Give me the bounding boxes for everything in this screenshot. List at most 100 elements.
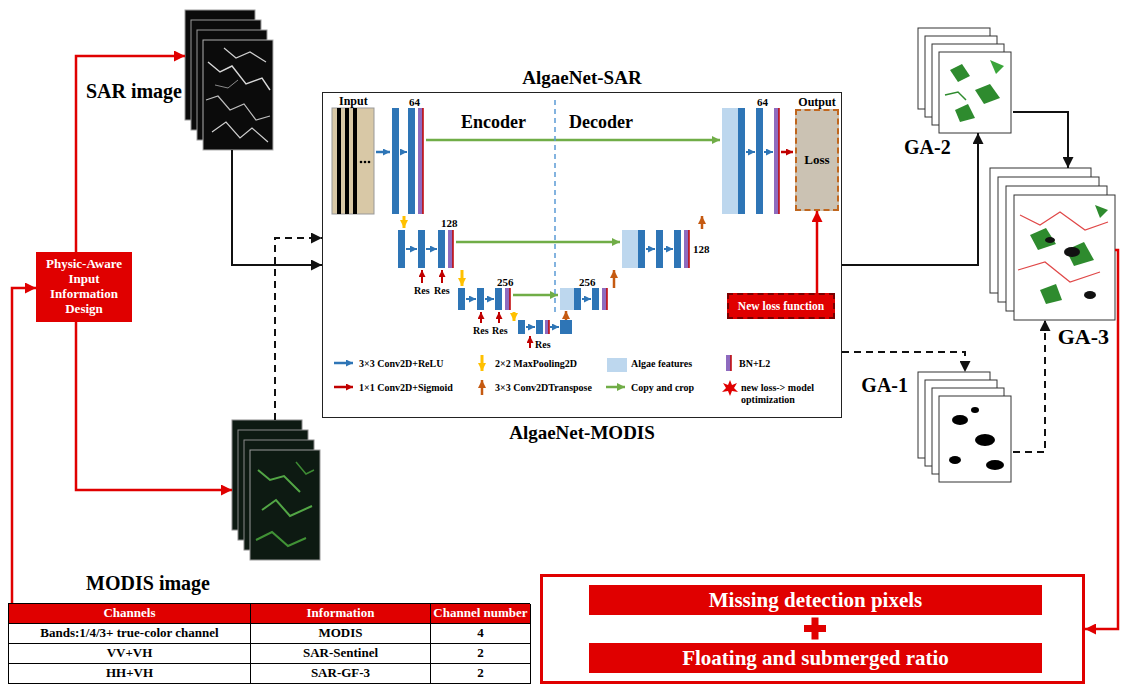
- unet-drawing: [485, 298, 494, 300]
- ga1-image-stack: [918, 372, 1011, 482]
- legend-swatch: [607, 358, 627, 372]
- ga1-image-stack: [939, 396, 1011, 482]
- unet-drawing: [392, 108, 399, 214]
- ga2-image-stack: [955, 104, 975, 122]
- plus-symbol: [812, 618, 819, 640]
- modis-image-stack: [256, 532, 306, 546]
- node-label: New loss function: [738, 300, 824, 312]
- unet-drawing: [353, 108, 357, 214]
- unet-drawing: [509, 288, 511, 310]
- unet-drawing: [332, 108, 374, 214]
- unet-drawing: [656, 230, 663, 268]
- sar-image-stack: [212, 122, 268, 142]
- unet-drawing: [548, 320, 550, 334]
- sar-image-stack: [185, 10, 273, 150]
- node-label: SAR image: [86, 80, 182, 103]
- ga3-image-stack: [1018, 262, 1100, 282]
- connector: [232, 150, 322, 265]
- unet-drawing: [638, 230, 645, 268]
- unet-drawing: [345, 108, 349, 214]
- connector: [12, 288, 36, 603]
- modis-image-stack: [296, 462, 314, 474]
- channel-count: 256: [579, 276, 596, 288]
- process-box: Physic-Aware Input Information Design: [36, 252, 132, 322]
- unet-drawing: [368, 161, 371, 164]
- unet-drawing: [426, 139, 720, 142]
- plus-symbol: [804, 618, 826, 640]
- table-cell: Channels: [9, 604, 251, 624]
- unet-drawing: [613, 270, 616, 288]
- legend-text: 3×3 Conv2DTranspose: [495, 382, 592, 394]
- unet-drawing: [513, 312, 516, 321]
- legend-text: 1×1 Conv2D+Sigmoid: [359, 382, 453, 394]
- image-stack: MODIS image: [232, 420, 322, 560]
- ga3-image-stack: [1045, 237, 1055, 243]
- node-label: GA-2: [904, 136, 951, 159]
- unet-drawing: [364, 161, 367, 164]
- table-cell: VV+VH: [9, 644, 251, 664]
- ga2-image-stack: [939, 52, 1011, 133]
- unet-drawing: [730, 355, 732, 371]
- unet-drawing: [592, 288, 599, 310]
- ga2-image-stack: [990, 60, 1004, 74]
- unet-drawing: [418, 108, 423, 214]
- unet-drawing: [360, 161, 363, 164]
- node-label: Physic-Aware Input Information Design: [39, 257, 129, 317]
- block-tag: Res: [535, 339, 551, 350]
- unet-drawing: [701, 216, 704, 229]
- loss-function-box: New loss function: [727, 293, 835, 319]
- unet-drawing: [480, 312, 482, 323]
- unet-drawing: [764, 151, 773, 153]
- unet-drawing: [513, 294, 558, 297]
- table-cell: MODIS: [251, 624, 431, 644]
- legend-text: 3×3 Conv2D+ReLU: [359, 358, 443, 370]
- unet-drawing: [498, 312, 500, 323]
- node-text: Floating and submerged ratio: [589, 643, 1042, 673]
- block-tag: Res: [492, 325, 508, 336]
- node-label: AlgaeNet-SAR: [323, 67, 841, 89]
- section-label: Decoder: [569, 113, 633, 133]
- sar-image-stack: [208, 62, 270, 90]
- node-label: MODIS image: [86, 572, 210, 595]
- table-cell: Bands:1/4/3+ true-color channel: [9, 624, 251, 644]
- ga3-image-stack: [1030, 228, 1056, 250]
- ga3-image-stack: [1064, 247, 1080, 257]
- ga3-image-stack: [1020, 212, 1108, 230]
- table-cell: 2: [431, 664, 531, 684]
- unet-drawing: [505, 288, 510, 310]
- unet-drawing: [403, 216, 406, 228]
- unet-drawing: [550, 326, 559, 328]
- loss-box: OutputLoss: [795, 109, 839, 211]
- unet-drawing: [452, 230, 454, 268]
- unet-drawing: [664, 248, 673, 250]
- table-cell: Channel number: [431, 604, 531, 624]
- connector: [76, 322, 232, 490]
- table-cell: 4: [431, 624, 531, 644]
- connector: [275, 238, 322, 420]
- channel-count: 256: [497, 276, 514, 288]
- ga1-image-stack: [971, 407, 979, 413]
- unet-drawing: [376, 151, 390, 154]
- table-cell: HH+VH: [9, 664, 251, 684]
- unet-drawing: [606, 288, 608, 310]
- connector: [842, 352, 965, 372]
- unet-drawing: [722, 108, 738, 214]
- sar-image-stack: [203, 40, 273, 150]
- unet-drawing: [536, 320, 543, 334]
- output-box: Missing detection pixelsFloating and sub…: [540, 574, 1085, 684]
- ga3-image-stack: [990, 168, 1115, 320]
- unet-drawing: [560, 288, 574, 310]
- section-label: Encoder: [461, 113, 526, 133]
- legend-text: new loss-> model optimization: [741, 382, 839, 405]
- modis-image-stack: [250, 450, 320, 560]
- node-label: Output: [783, 95, 851, 110]
- table-cell: Information: [251, 604, 431, 624]
- unet-drawing: [582, 298, 591, 300]
- ga1-image-stack: [952, 415, 968, 425]
- ga2-image-stack: [945, 92, 966, 100]
- unet-drawing: [334, 362, 353, 365]
- channel-count: 128: [693, 243, 710, 255]
- connector: [1013, 112, 1068, 168]
- unet-drawing: [466, 298, 476, 300]
